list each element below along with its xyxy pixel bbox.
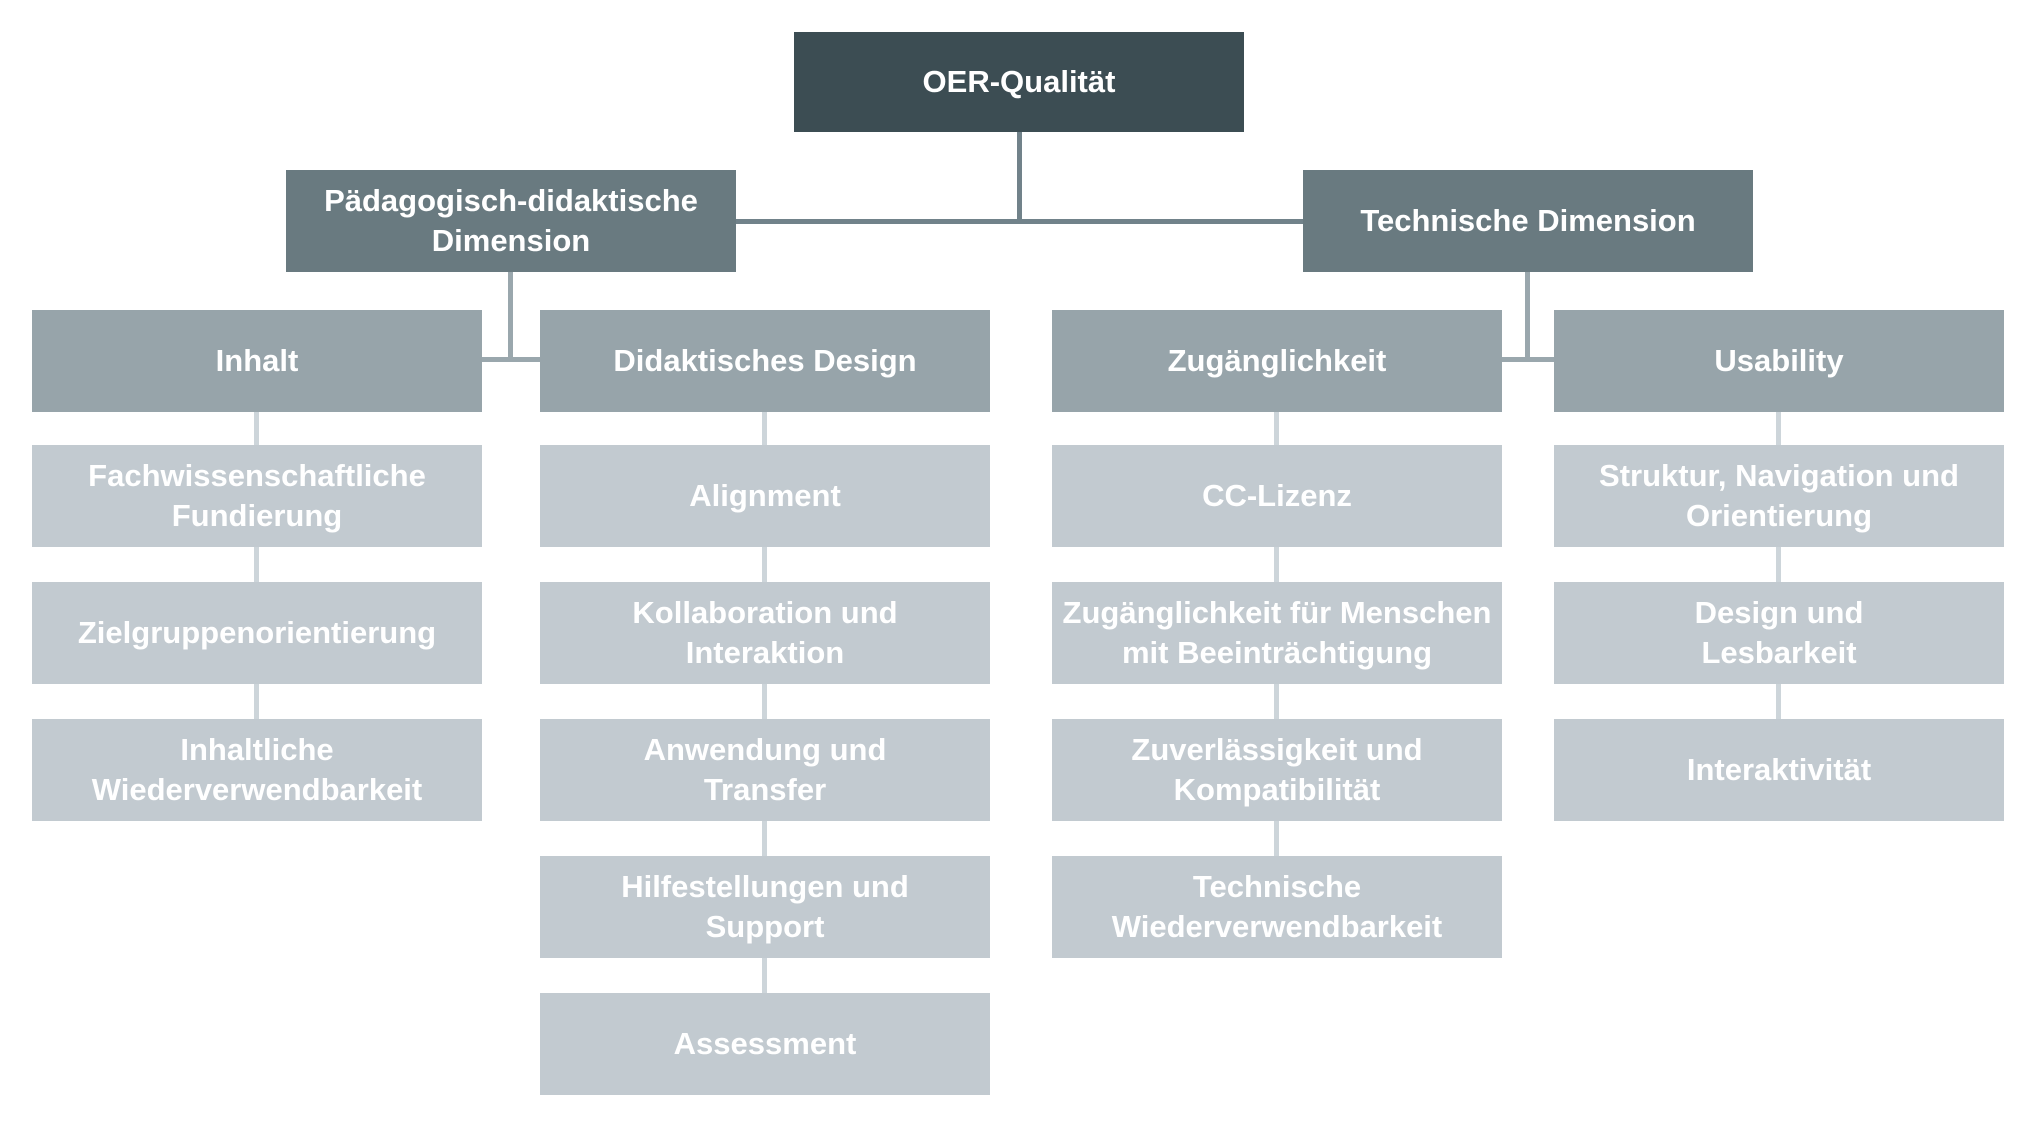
criterion-box-zugaenglichkeit-beeintraechtigung: Zugänglichkeit für Menschen mit Beeinträ…	[1052, 582, 1502, 684]
connector-col3-1	[1274, 547, 1279, 582]
criterion-box-cc-lizenz: CC-Lizenz	[1052, 445, 1502, 547]
category-box-inhalt: Inhalt	[32, 310, 482, 412]
dimension-box-technisch: Technische Dimension	[1303, 170, 1753, 272]
criterion-box-fachwissenschaftliche-fundierung: Fachwissenschaftliche Fundierung	[32, 445, 482, 547]
category-box-didaktisches-design: Didaktisches Design	[540, 310, 990, 412]
connector-dimensions-horizontal	[736, 219, 1303, 224]
connector-col4-0	[1776, 412, 1781, 445]
connector-root-vertical	[1017, 132, 1022, 224]
criterion-box-kollaboration-und-interaktion: Kollaboration und Interaktion	[540, 582, 990, 684]
connector-technisch-vertical	[1525, 272, 1530, 362]
criterion-box-zuverlaessigkeit-und-kompatibilitaet: Zuverlässigkeit und Kompatibilität	[1052, 719, 1502, 821]
criterion-box-interaktivitaet: Interaktivität	[1554, 719, 2004, 821]
connector-col3-0	[1274, 412, 1279, 445]
connector-col2-4	[762, 958, 767, 993]
criterion-box-technische-wiederverwendbarkeit: Technische Wiederverwendbarkeit	[1052, 856, 1502, 958]
criterion-box-assessment: Assessment	[540, 993, 990, 1095]
connector-col4-2	[1776, 684, 1781, 719]
connector-col4-1	[1776, 547, 1781, 582]
connector-col1-2	[254, 684, 259, 719]
connector-col3-3	[1274, 821, 1279, 856]
criterion-box-design-und-lesbarkeit: Design und Lesbarkeit	[1554, 582, 2004, 684]
connector-col1-0	[254, 412, 259, 445]
connector-technisch-horizontal	[1502, 357, 1554, 362]
category-box-usability: Usability	[1554, 310, 2004, 412]
criterion-box-struktur-navigation-orientierung: Struktur, Navigation und Orientierung	[1554, 445, 2004, 547]
connector-paedagogisch-horizontal	[482, 357, 540, 362]
criterion-box-anwendung-und-transfer: Anwendung und Transfer	[540, 719, 990, 821]
connector-col2-1	[762, 547, 767, 582]
connector-col3-2	[1274, 684, 1279, 719]
root-box-oer-qualitaet: OER-Qualität	[794, 32, 1244, 132]
criterion-box-zielgruppenorientierung: Zielgruppenorientierung	[32, 582, 482, 684]
category-box-zugaenglichkeit: Zugänglichkeit	[1052, 310, 1502, 412]
connector-col2-0	[762, 412, 767, 445]
criterion-box-hilfestellungen-und-support: Hilfestellungen und Support	[540, 856, 990, 958]
connector-col2-2	[762, 684, 767, 719]
connector-col1-1	[254, 547, 259, 582]
criterion-box-alignment: Alignment	[540, 445, 990, 547]
criterion-box-inhaltliche-wiederverwendbarkeit: Inhaltliche Wiederverwendbarkeit	[32, 719, 482, 821]
dimension-box-paedagogisch-didaktisch: Pädagogisch-didaktische Dimension	[286, 170, 736, 272]
connector-col2-3	[762, 821, 767, 856]
connector-paedagogisch-vertical	[508, 272, 513, 362]
